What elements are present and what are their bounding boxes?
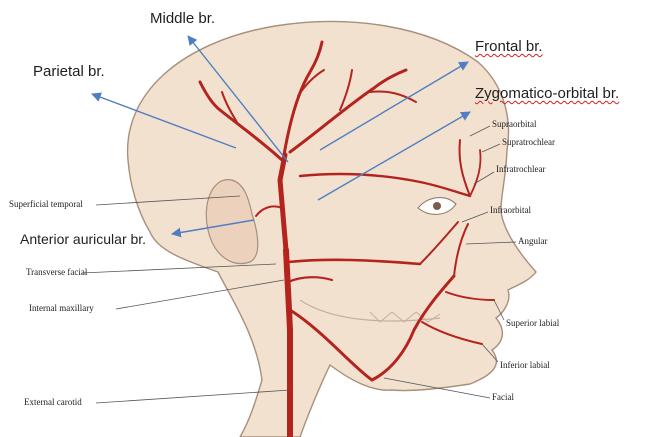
label-parietal-branch: Parietal br. [33, 63, 105, 80]
head-silhouette [128, 22, 536, 437]
label-facial: Facial [492, 392, 514, 402]
label-transverse-facial: Transverse facial [26, 267, 87, 277]
label-infratrochlear: Infratrochlear [496, 164, 545, 174]
label-superior-labial: Superior labial [506, 318, 559, 328]
label-zygomatico-text: Zygomatico-orbital br. [475, 85, 619, 102]
label-inferior-labial: Inferior labial [500, 360, 550, 370]
label-anterior-auricular-branch: Anterior auricular br. [20, 231, 146, 247]
label-superficial-temporal: Superficial temporal [9, 199, 83, 209]
label-supratrochlear: Supratrochlear [502, 137, 555, 147]
label-frontal-text: Frontal br. [475, 38, 543, 55]
label-angular: Angular [518, 236, 548, 246]
label-internal-maxillary: Internal maxillary [29, 303, 94, 313]
label-zygomatico-orbital-branch: Zygomatico-orbital br. [475, 85, 619, 102]
label-external-carotid: External carotid [24, 397, 82, 407]
label-supraorbital: Supraorbital [492, 119, 537, 129]
label-frontal-branch: Frontal br. [475, 38, 543, 55]
label-infraorbital: Infraorbital [490, 205, 531, 215]
label-middle-branch: Middle br. [150, 10, 215, 27]
